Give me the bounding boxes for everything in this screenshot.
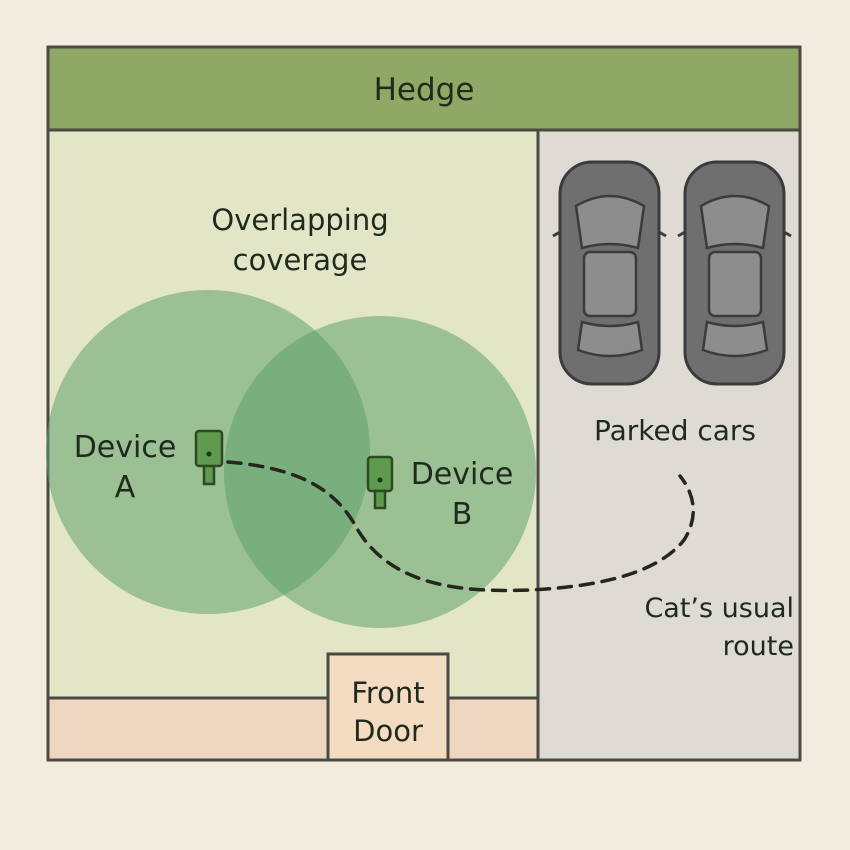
device-a-label-line1: Device [73,430,177,465]
overlap-label: Overlapping coverage [150,200,450,280]
hedge-label: Hedge [373,72,475,108]
front-door [326,652,450,762]
cat-route-label-line1: Cat’s usual [644,593,794,624]
parked-cars-label: Parked cars [593,414,757,447]
camera-device-icon[interactable] [366,455,394,510]
front-door-label-line1: Front [351,676,425,710]
front-door-label: Front Door [328,674,448,750]
device-b-label: Device B [392,455,532,535]
car-top-view-icon [552,160,667,386]
cat-route-label-line2: route [722,631,794,662]
device-a-label-line2: A [114,470,136,505]
camera-device-icon[interactable] [194,429,224,486]
overlap-label-line1: Overlapping [211,203,389,237]
cat-route-path [226,460,695,593]
hedge-area [46,45,802,132]
front-door-label-line2: Door [353,714,423,748]
car-top-view-icon [677,160,792,386]
cat-route-label: Cat’s usual route [580,590,794,666]
path-strip [46,696,540,762]
device-a-label: Device A [60,428,190,508]
device-b-label-line1: Device [410,457,514,492]
device-b-label-line2: B [451,497,473,532]
overlap-label-line2: coverage [232,243,368,277]
